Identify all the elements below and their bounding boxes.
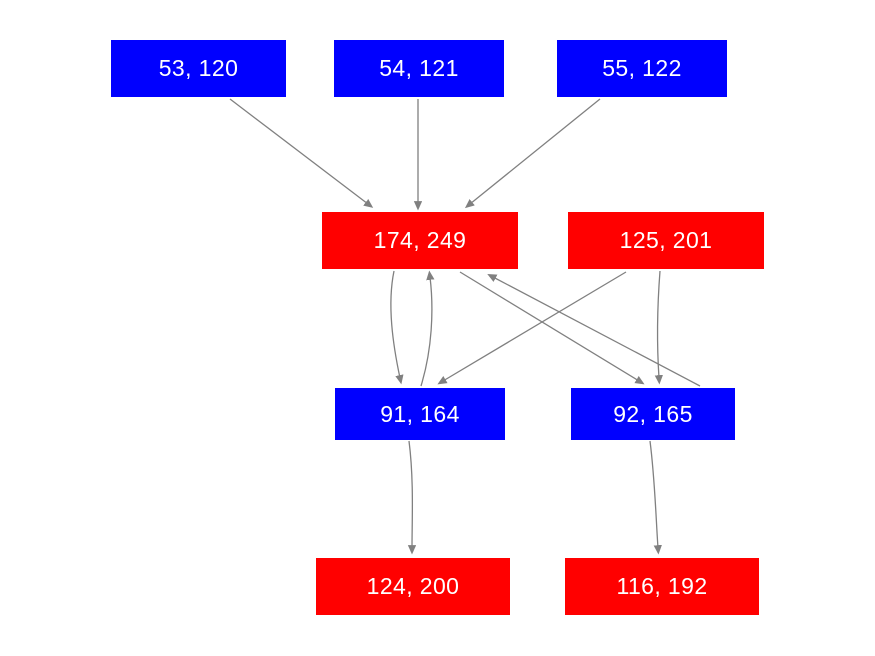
graph-node-label: 116, 192 <box>616 573 708 599</box>
graph-node[interactable]: 91, 164 <box>335 388 505 440</box>
graph-edge <box>420 270 435 387</box>
graph-edge <box>407 440 417 555</box>
graph-edge <box>649 440 662 555</box>
graph-node-label: 53, 120 <box>158 55 239 81</box>
graph-node[interactable]: 125, 201 <box>568 212 764 269</box>
graph-node[interactable]: 124, 200 <box>316 558 510 615</box>
graph-edge <box>459 271 645 385</box>
graph-node[interactable]: 55, 122 <box>557 40 727 97</box>
graph-node-label: 54, 121 <box>379 55 459 81</box>
graph-node[interactable]: 92, 165 <box>571 388 735 440</box>
graph-edge <box>654 270 663 385</box>
graph-node-label: 174, 249 <box>373 227 467 253</box>
graph-node[interactable]: 54, 121 <box>334 40 504 97</box>
graph-node[interactable]: 116, 192 <box>565 558 759 615</box>
graph-edges <box>229 98 701 555</box>
graph-edge <box>229 98 374 208</box>
graph-node[interactable]: 53, 120 <box>111 40 286 97</box>
graph-edge <box>487 273 701 387</box>
graph-node-label: 125, 201 <box>619 227 713 253</box>
graph-edge <box>437 271 627 385</box>
graph-node-label: 91, 164 <box>380 400 460 427</box>
graph-node-label: 92, 165 <box>613 400 693 427</box>
graph-node-label: 55, 122 <box>602 55 682 81</box>
graph-edge <box>464 98 601 209</box>
graph-node-label: 124, 200 <box>366 573 460 599</box>
graph-edge <box>390 270 404 385</box>
graph-node[interactable]: 174, 249 <box>322 212 518 269</box>
